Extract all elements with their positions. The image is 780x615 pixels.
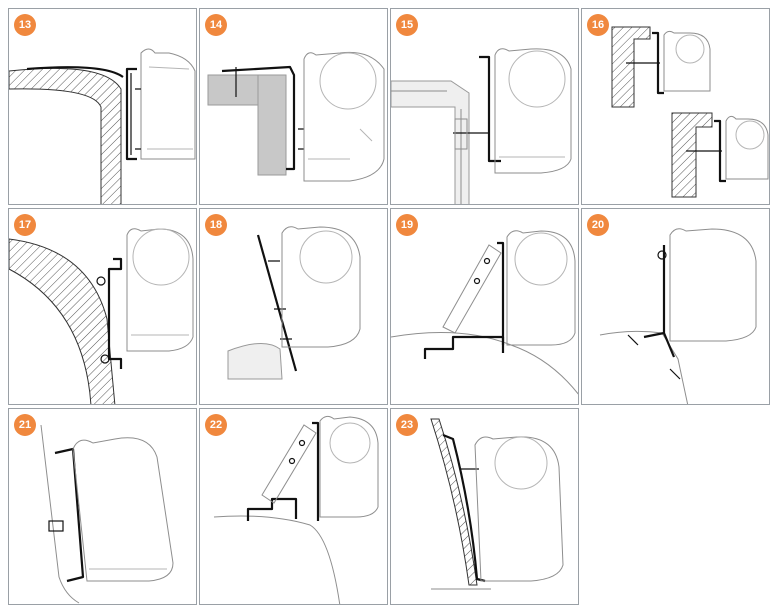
awning-adapter-grid: 13 14 15 xyxy=(8,8,772,606)
roof-foot xyxy=(246,497,298,521)
bracket xyxy=(442,433,486,583)
mounting-diagram xyxy=(430,418,564,590)
vehicle-roof xyxy=(213,515,341,604)
panel-18: 18 xyxy=(199,208,388,405)
vehicle-roof xyxy=(391,332,578,395)
awning-casing xyxy=(281,226,361,348)
tilted-bracket xyxy=(256,234,298,372)
awning-casing xyxy=(494,48,572,174)
mounting-diagram xyxy=(9,48,196,204)
bracket xyxy=(497,241,505,345)
roof-wall xyxy=(9,67,122,204)
vehicle-wall xyxy=(430,418,478,586)
awning-casing xyxy=(506,230,576,346)
mounting-diagram xyxy=(9,228,194,404)
panel-number-badge: 13 xyxy=(14,14,36,36)
panel-number-badge: 22 xyxy=(205,414,227,436)
bolt xyxy=(627,334,681,380)
mounting-diagram xyxy=(391,48,572,204)
awning-casing xyxy=(319,415,379,518)
awning-casing xyxy=(669,228,757,342)
panel-14: 14 xyxy=(199,8,388,205)
panel-20: 20 xyxy=(581,208,770,405)
mounting-diagram xyxy=(391,230,578,395)
bracket xyxy=(221,65,296,171)
mounting-diagram xyxy=(213,415,379,604)
wall-block xyxy=(257,74,287,176)
roof-foot xyxy=(423,335,505,359)
panel-13: 13 xyxy=(8,8,197,205)
bracket xyxy=(312,421,320,521)
bracket xyxy=(643,245,676,358)
mounting-diagram xyxy=(227,226,361,380)
mounting-diagram xyxy=(599,228,757,404)
bracket xyxy=(54,447,85,583)
awning-casing xyxy=(140,48,196,160)
panel-number-badge: 18 xyxy=(205,214,227,236)
bracket xyxy=(125,67,137,161)
panel-number-badge: 21 xyxy=(14,414,36,436)
support-arm xyxy=(261,424,317,504)
panel-15: 15 xyxy=(390,8,579,205)
awning-casing xyxy=(72,437,174,582)
panel-number-badge: 15 xyxy=(396,14,418,36)
awning-casing xyxy=(303,51,385,182)
mounting-diagram xyxy=(40,424,174,604)
panel-22: 22 xyxy=(199,408,388,605)
panel-number-badge: 14 xyxy=(205,14,227,36)
bracket xyxy=(107,257,123,369)
panel-number-badge: 23 xyxy=(396,414,418,436)
panel-21: 21 xyxy=(8,408,197,605)
roof-strip xyxy=(26,66,124,78)
mounting-diagram xyxy=(611,26,769,198)
panel-number-badge: 19 xyxy=(396,214,418,236)
roof-curve xyxy=(227,343,283,380)
panel-number-badge: 16 xyxy=(587,14,609,36)
awning-casing xyxy=(126,228,194,352)
awning-casing xyxy=(474,436,564,582)
curved-wall xyxy=(9,238,116,404)
support-arm xyxy=(442,244,502,334)
panel-number-badge: 20 xyxy=(587,214,609,236)
wall-upper xyxy=(611,26,651,108)
panel-17: 17 xyxy=(8,208,197,405)
roof-rail xyxy=(391,80,470,204)
awning-casing-lower xyxy=(725,115,769,180)
vehicle-side xyxy=(40,424,80,604)
bracket xyxy=(479,55,501,163)
panel-16: 16 xyxy=(581,8,770,205)
mounting-diagram xyxy=(207,51,385,182)
roof-profile xyxy=(599,330,689,404)
wall-lower xyxy=(671,112,713,198)
awning-casing-upper xyxy=(663,30,711,92)
panel-number-badge: 17 xyxy=(14,214,36,236)
panel-19: 19 xyxy=(390,208,579,405)
panel-23: 23 xyxy=(390,408,579,605)
